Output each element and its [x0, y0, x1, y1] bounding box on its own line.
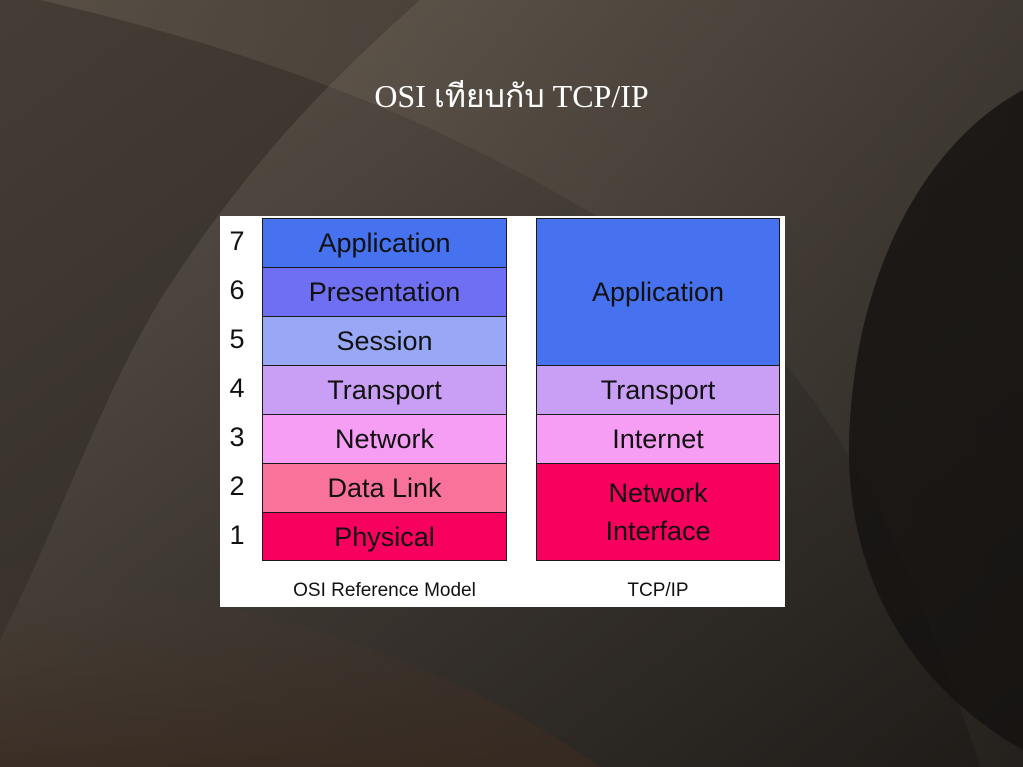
osi-layer-number-5: 5 [229, 324, 245, 354]
tcpip-model-caption: TCP/IP [627, 580, 689, 601]
osi-layer-physical: Physical [262, 512, 507, 561]
osi-layer-number-7: 7 [229, 226, 245, 256]
osi-layer-number-4: 4 [229, 373, 245, 403]
osi-layer-number-2: 2 [229, 471, 245, 501]
osi-layer-data-link: Data Link [262, 463, 507, 513]
tcpip-layer-application: Application [536, 218, 780, 366]
osi-model-caption: OSI Reference Model [293, 580, 476, 601]
osi-layer-transport: Transport [262, 365, 507, 415]
osi-layer-number-6: 6 [229, 275, 245, 305]
tcpip-layer-network-interface: Network Interface [536, 463, 780, 561]
tcpip-layer-transport: Transport [536, 365, 780, 415]
tcpip-layer-network-interface-line1: Network [608, 478, 708, 508]
osi-layer-number-1: 1 [229, 520, 245, 550]
osi-layer-session: Session [262, 316, 507, 366]
slide-title: OSI เทียบกับ TCP/IP [374, 78, 649, 114]
tcpip-layer-internet: Internet [536, 414, 780, 464]
osi-layer-network: Network [262, 414, 507, 464]
osi-layer-number-3: 3 [229, 422, 245, 452]
osi-tcpip-diagram: 7 6 5 4 3 2 1 Application Presentation S… [220, 216, 785, 607]
tcpip-layer-network-interface-line2: Interface [605, 516, 711, 546]
osi-layer-application: Application [262, 218, 507, 268]
osi-layer-presentation: Presentation [262, 267, 507, 317]
